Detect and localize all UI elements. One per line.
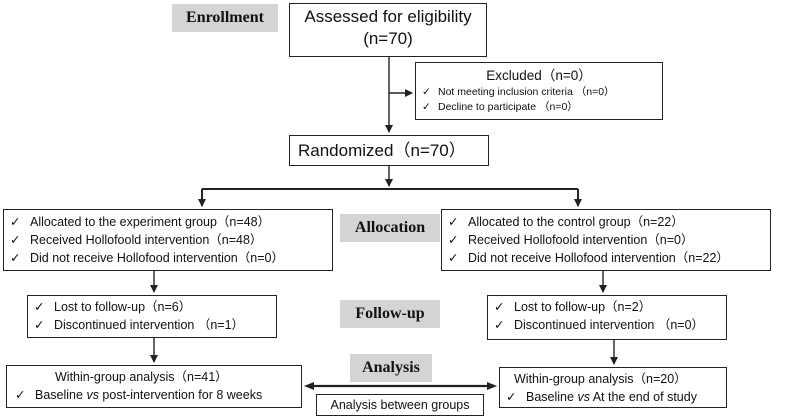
check-icon: ✓ [448,251,459,265]
check-icon: ✓ [448,215,459,229]
stage-enrollment: Enrollment [172,4,278,32]
check-icon: ✓ [10,251,21,265]
assessed-title: Assessed for eligibility [304,7,472,26]
assessed-count: (n=70) [363,29,413,48]
check-icon: ✓ [422,86,431,98]
right-analysis-title: Within-group analysis（n=20） [514,372,687,386]
list-item: ✓Lost to follow-up（n=2） [494,300,652,314]
check-icon: ✓ [34,318,45,332]
excluded-title: Excluded（n=0） [486,68,592,83]
check-icon: ✓ [494,318,505,332]
check-icon: ✓ [10,215,21,229]
list-item: ✓Baseline vs post-intervention for 8 wee… [15,388,263,402]
check-icon: ✓ [10,233,21,247]
stage-follow-up: Follow-up [340,300,440,328]
randomized-title: Randomized（n=70） [298,141,466,160]
between-arrow-left-head [304,382,314,390]
list-item: ✓Did not receive Hollofood intervention（… [10,251,284,265]
right-allocation-box: ✓Allocated to the control group（n=22） ✓R… [441,209,771,271]
check-icon: ✓ [422,101,431,113]
stage-analysis: Analysis [350,354,432,382]
list-item: ✓Discontinued intervention （n=1） [34,318,245,332]
list-item: ✓Lost to follow-up（n=6） [34,300,192,314]
list-item: ✓Discontinued intervention （n=0） [494,318,705,332]
between-groups-box: Analysis between groups [316,394,484,416]
check-icon: ✓ [34,300,45,314]
between-groups-label: Analysis between groups [330,398,470,412]
left-followup-box: ✓Lost to follow-up（n=6） ✓Discontinued in… [27,295,277,338]
between-arrow-right-head [487,382,497,390]
list-item: ✓Baseline vs At the end of study [506,390,697,404]
list-item: ✓Did not receive Hollofood intervention（… [448,251,729,265]
check-icon: ✓ [448,233,459,247]
assessed-box: Assessed for eligibility (n=70) [289,3,487,57]
list-item: ✓Received Hollofoold intervention（n=0） [448,233,694,247]
excluded-box: Excluded（n=0） ✓Not meeting inclusion cri… [415,62,663,120]
check-icon: ✓ [15,388,26,402]
list-item: ✓Received Hollofoold intervention（n=48） [10,233,263,247]
stage-allocation: Allocation [340,214,440,242]
left-analysis-title: Within-group analysis（n=41） [55,370,228,384]
right-analysis-box: Within-group analysis（n=20） ✓Baseline vs… [499,367,727,408]
list-item: ✓Allocated to the control group（n=22） [448,215,684,229]
excluded-item: ✓Not meeting inclusion criteria （n=0） [422,86,615,98]
left-analysis-box: Within-group analysis（n=41） ✓Baseline vs… [6,365,302,408]
check-icon: ✓ [494,300,505,314]
excluded-item: ✓Decline to participate （n=0） [422,101,578,113]
left-allocation-box: ✓Allocated to the experiment group（n=48）… [3,209,333,271]
right-followup-box: ✓Lost to follow-up（n=2） ✓Discontinued in… [487,295,727,340]
randomized-box: Randomized（n=70） [289,135,489,166]
check-icon: ✓ [506,390,517,404]
list-item: ✓Allocated to the experiment group（n=48） [10,215,271,229]
